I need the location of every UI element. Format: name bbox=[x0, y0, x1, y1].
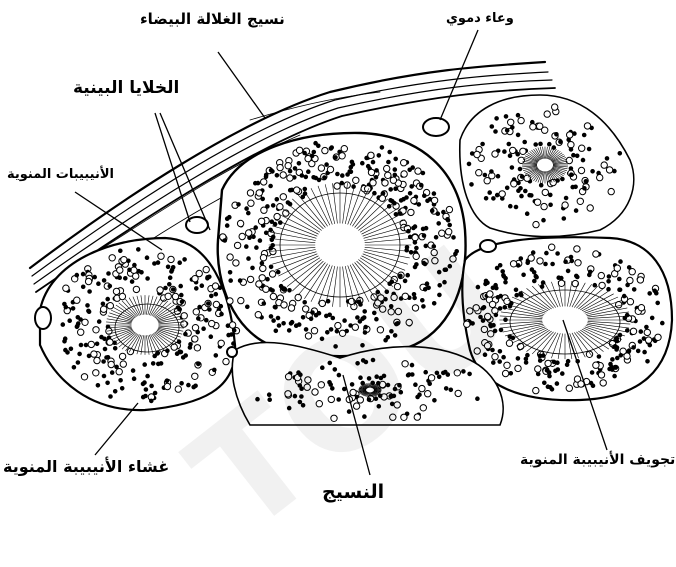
label-blood-vessel: وعاء دموي bbox=[446, 12, 514, 25]
label-white-tunic-tissue: نسيج الغلالة البيضاء bbox=[140, 12, 285, 27]
label-interstitial-cells: الخلايا البينية bbox=[73, 80, 179, 97]
diagram-stage: TOU نسيج الغلالة البيضاء وعاء دموي الخلا… bbox=[0, 0, 676, 525]
label-tubule-lumen: تجويف الأنيبيبة المنوية bbox=[520, 453, 675, 467]
label-tubule-membrane: غشاء الأنيبيبة المنوية bbox=[3, 459, 169, 475]
label-tissue: النسيج bbox=[322, 483, 384, 502]
label-seminiferous-tubules: الأنيبيبات المنوية bbox=[7, 168, 114, 181]
blood-vessel-shape bbox=[423, 118, 449, 136]
